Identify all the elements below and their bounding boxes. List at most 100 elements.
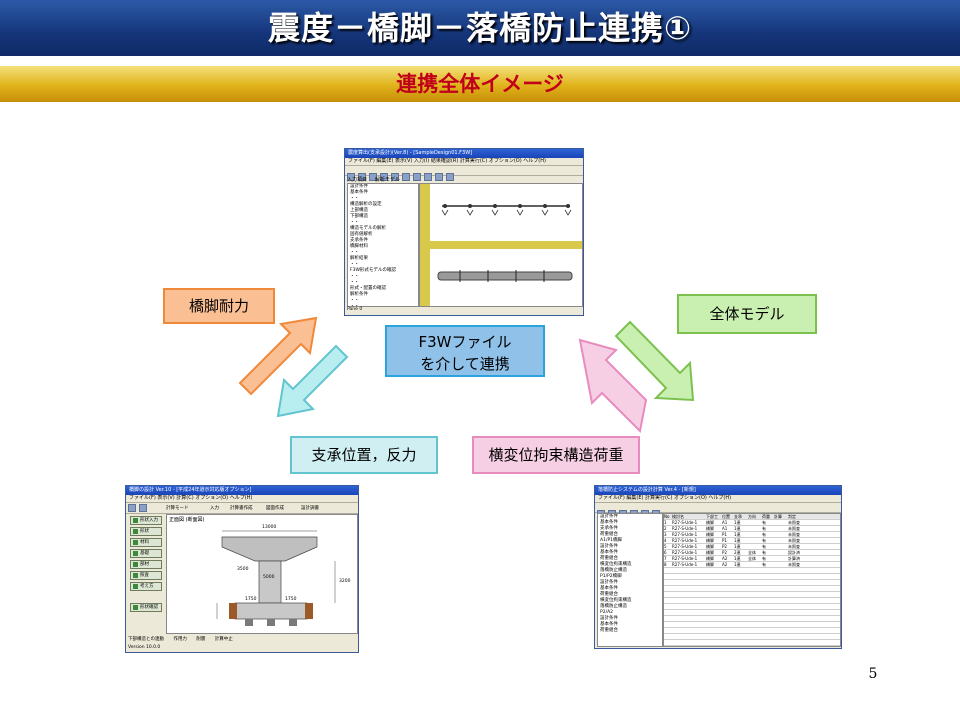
table-cell: 未照査 [788, 562, 800, 567]
tree-item[interactable]: A1/P1橋脚 [600, 538, 623, 543]
bottom-tab-stop[interactable]: 計算中止 [214, 637, 233, 642]
tree-item[interactable]: 構造解析の設定 [350, 202, 382, 207]
tree-item[interactable]: ・・ [350, 262, 359, 267]
tree-item[interactable]: 基本条件 [600, 622, 618, 627]
side-button-shape-check[interactable]: 形状確認 [130, 603, 162, 612]
bottom-tab-link[interactable]: 下部構造との連動 [128, 637, 164, 642]
side-button-check[interactable]: 照査 [130, 571, 162, 580]
top-tab-model[interactable]: 解析モデル [375, 177, 401, 183]
bottom-tab-force[interactable]: 作用力 [173, 637, 187, 642]
table-cell: 4 [664, 538, 667, 543]
table-cell: R27-S-Ude-1 [672, 526, 698, 531]
tab-drawing[interactable]: 図面作成 [266, 506, 284, 511]
table-cell: 1連 [734, 556, 741, 561]
table-cell: 未照査 [788, 532, 800, 537]
empty-row [664, 586, 840, 592]
side-button-shape[interactable]: 形状 [130, 527, 162, 536]
side-button-material[interactable]: 材料 [130, 538, 162, 547]
tree-item[interactable]: 下部構造 [350, 214, 368, 219]
orange-arrow [238, 316, 318, 396]
tool-icon[interactable] [402, 173, 410, 181]
tree-item[interactable]: 荷重組合 [600, 532, 618, 537]
tool-icon[interactable] [424, 173, 432, 181]
tab-report[interactable]: 計算書作成 [230, 506, 253, 511]
tree-item[interactable]: P2/A2 [600, 610, 614, 615]
tool-icon[interactable] [347, 173, 355, 181]
pier-drawing-view[interactable]: 正面図 (断面図) 13000 5000 3500 1750 1750 3200 [166, 514, 358, 634]
tab-input[interactable]: 入力 [210, 506, 219, 511]
top-tab-input[interactable]: 入力項目 [347, 177, 368, 183]
tree-item[interactable]: 基本条件 [600, 586, 618, 591]
tree-item[interactable]: 落橋防止構造 [600, 568, 627, 573]
table-header-cell: 計算 [774, 514, 782, 519]
tree-item[interactable]: 設計条件 [600, 514, 618, 519]
tree-item[interactable]: 橋脚材料 [350, 244, 368, 249]
table-header-cell: 下部工 [706, 514, 718, 519]
tree-item[interactable]: ・・ [350, 274, 359, 279]
table-cell: A2 [722, 556, 728, 561]
tree-item[interactable]: 設計条件 [600, 580, 618, 585]
tree-item[interactable]: 設計条件 [600, 544, 618, 549]
tree-item[interactable]: 支承条件 [350, 238, 368, 243]
tree-item[interactable]: 上部構造 [350, 208, 368, 213]
tree-item[interactable]: 荷重組合 [600, 556, 618, 561]
model-view[interactable] [419, 183, 583, 307]
empty-row [664, 598, 840, 604]
tree-item[interactable]: ・・ [350, 250, 359, 255]
tree-item[interactable]: P1/P2橋脚 [600, 574, 622, 579]
tree-item[interactable]: 基本条件 [350, 190, 368, 195]
tree-item[interactable]: 固有値解析 [350, 232, 373, 237]
side-button-shape-input[interactable]: 形状入力 [130, 516, 162, 525]
tree-item[interactable]: ・・ [350, 220, 359, 225]
table-cell: 1 [664, 520, 667, 525]
empty-row [664, 640, 840, 646]
f3w-file-label-line2: を介して連携 [420, 355, 510, 373]
tree-item[interactable]: 形式・配置の確認 [350, 286, 386, 291]
tree-item[interactable]: ・・ [350, 298, 359, 303]
tree-item[interactable]: 基本条件 [600, 520, 618, 525]
tree-item[interactable]: 設計条件 [350, 184, 368, 189]
tool-icon[interactable] [369, 173, 377, 181]
tool-icon[interactable] [446, 173, 454, 181]
tree-item[interactable]: 支承条件 [600, 526, 618, 531]
tab-summary[interactable]: 設計調書 [301, 506, 319, 511]
side-button-concept[interactable]: 考え方 [130, 582, 162, 591]
tree-item[interactable]: 設計条件 [600, 616, 618, 621]
tool-icon[interactable] [128, 504, 136, 512]
tree-item[interactable]: 荷重組合 [600, 592, 618, 597]
dim-footing-right: 1750 [285, 597, 297, 602]
tree-item[interactable]: ・・ [350, 304, 359, 307]
tree-item[interactable]: 解析結果 [350, 256, 368, 261]
tree-item[interactable]: ・・ [350, 280, 359, 285]
pier-window-menu: ファイル(F) 表示(V) 計算(C) オプション(O) ヘルプ(H) [126, 495, 358, 503]
tree-item[interactable]: 横変位拘束構造 [600, 598, 632, 603]
table-cell: 有 [762, 562, 766, 567]
tree-item[interactable]: F3W形式モデルの確認 [350, 268, 396, 273]
tool-icon[interactable] [435, 173, 443, 181]
table-cell: 有 [762, 526, 766, 531]
tree-item[interactable]: 解析条件 [350, 292, 368, 297]
unseating-window-title: 落橋防止システムの設計計算 Ver.4 - [新規] [595, 486, 841, 495]
tool-icon[interactable] [358, 173, 366, 181]
empty-row [664, 616, 840, 622]
table-cell: R27-S-Ude-1 [672, 556, 698, 561]
tree-item[interactable]: 基本条件 [600, 550, 618, 555]
bottom-tab-seismic[interactable]: 耐震 [196, 637, 206, 642]
tool-icon[interactable] [380, 173, 388, 181]
side-button-foundation[interactable]: 基礎 [130, 549, 162, 558]
table-cell: R27-S-Ude-1 [672, 532, 698, 537]
tree-item[interactable]: 横変位拘束構造 [600, 562, 632, 567]
table-cell: 2 [664, 526, 667, 531]
tree-item[interactable]: ・・ [350, 196, 359, 201]
side-button-member[interactable]: 部材 [130, 560, 162, 569]
tree-item[interactable]: 構造モデルの解析 [350, 226, 386, 231]
tool-icon[interactable] [413, 173, 421, 181]
top-window-status: Pane 0 [347, 307, 363, 312]
tool-icon[interactable] [139, 504, 147, 512]
tree-item[interactable]: 落橋防止構造 [600, 604, 627, 609]
tree-item[interactable]: 荷重組合 [600, 628, 618, 633]
tool-icon[interactable] [391, 173, 399, 181]
